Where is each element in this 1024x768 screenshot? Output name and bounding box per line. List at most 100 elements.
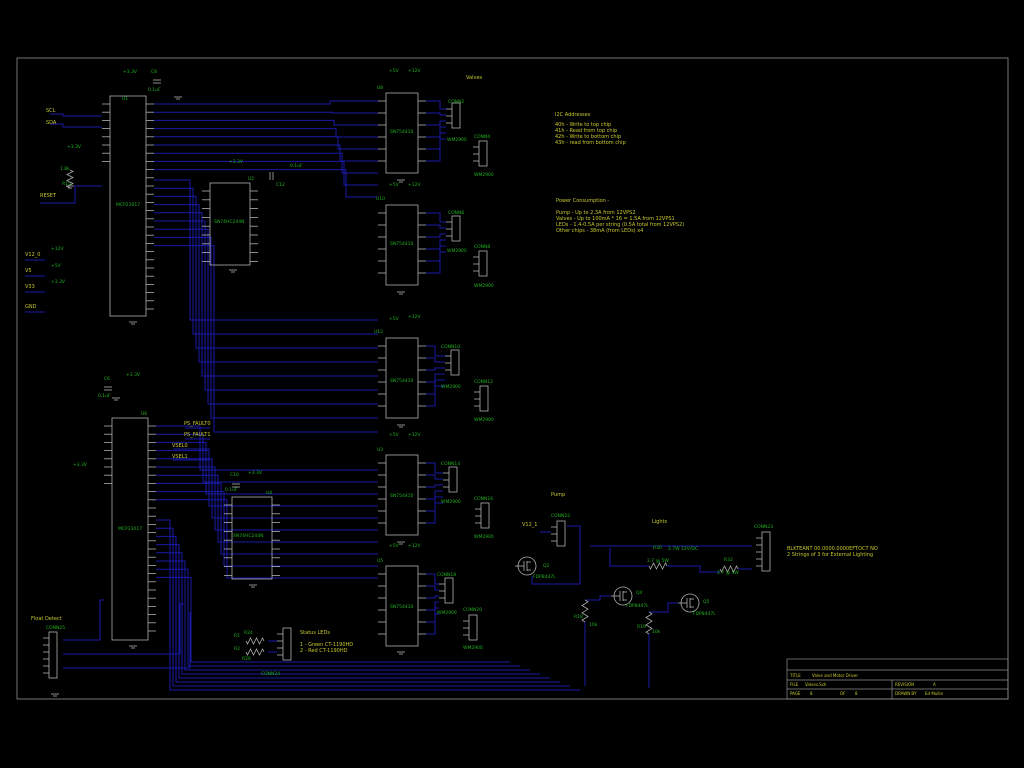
hbridge-out-wire xyxy=(426,345,445,357)
flag-u1-33: +3.3V xyxy=(123,69,138,75)
conn23-ref: CONN23 xyxy=(754,524,773,530)
flag-u5-5: +5V xyxy=(389,543,400,549)
hbridge-out-wire xyxy=(426,367,445,371)
hbridge-out-wire xyxy=(426,462,443,474)
i2c-line-1: 40h - Write to top chip xyxy=(555,122,611,128)
u1-to-buffer-wire xyxy=(154,195,378,349)
conn4-ref: CONN4 xyxy=(474,134,490,140)
float-wire xyxy=(63,599,104,641)
tb-drawn-label: DRAWN BY xyxy=(895,691,917,696)
u3-part: SN754410 xyxy=(390,493,414,499)
u5-ref: U5 xyxy=(377,558,383,564)
u1-to-buffer-wire xyxy=(154,212,378,377)
q4-ref: Q4 xyxy=(636,590,643,596)
u2-ref: U2 xyxy=(248,176,254,182)
r15-ref: R15 xyxy=(62,181,71,187)
u6-bottom-wire xyxy=(156,576,510,663)
float-wire xyxy=(63,612,191,669)
connector-7-body xyxy=(480,502,490,529)
net-vsel0: VSEL0 xyxy=(172,443,188,449)
flag-u3-5: +5V xyxy=(389,432,400,438)
flag-u12-12: +12V xyxy=(408,314,421,320)
conn2-part: WM2900 xyxy=(447,137,467,143)
conn10-part: WM2900 xyxy=(441,384,461,390)
valves-heading: Valves xyxy=(466,75,483,81)
u6-to-hbridge-wire xyxy=(156,433,378,483)
hbridge-out-wire xyxy=(426,251,446,274)
q5-gate-wire xyxy=(649,602,678,613)
c12-ref: C12 xyxy=(276,182,285,188)
r32-ref: R32 xyxy=(724,557,733,563)
hbridge-out-wire xyxy=(426,224,446,229)
flag-u3-12: +12V xyxy=(408,432,421,438)
r1-ref: R1 xyxy=(234,633,240,639)
u1-to-hbridge-wire xyxy=(154,119,378,126)
c6-val: 0.1uF xyxy=(98,393,111,399)
power-line-3: LEDs - 1.4-0.5A per string (0.5A total f… xyxy=(556,222,684,228)
flag-left-33b: +3.3V xyxy=(73,462,88,468)
conn2-ref: CONN2 xyxy=(448,99,464,105)
u1-to-hbridge-wire xyxy=(154,111,378,114)
conn6-ref: CONN6 xyxy=(448,210,464,216)
c10-val: 0.1uF xyxy=(225,487,238,493)
connector-11-body xyxy=(761,531,771,572)
r32-resistor xyxy=(719,565,739,573)
hbridge-3-body xyxy=(385,454,419,536)
i2c-line-4: 43h - read from bottom chip xyxy=(555,140,626,146)
u6-to-hbridge-wire xyxy=(156,482,378,555)
i2c-line-2: 41h - Read from top chip xyxy=(555,128,617,134)
connector-1-body xyxy=(478,140,488,167)
hbridge-out-wire xyxy=(426,239,446,250)
conn8-part: WM2900 xyxy=(474,283,494,289)
hbridge-out-wire xyxy=(426,573,439,585)
conn22-ref: CONN22 xyxy=(551,513,570,519)
sheet-border xyxy=(16,57,1009,700)
conn16-ref: CONN16 xyxy=(474,496,493,502)
tb-title-label: TITLE xyxy=(789,673,801,678)
connector-8-body xyxy=(444,577,454,604)
net-v12-1: V12_1 xyxy=(522,522,537,528)
flag-v5: +5V xyxy=(51,263,62,269)
i2c-line-3: 42h - Write to bottom chip xyxy=(555,134,621,140)
u1-chip-body xyxy=(109,95,147,317)
connector-2-body xyxy=(451,215,461,242)
u4-chip-body xyxy=(231,496,273,580)
hbridge-out-wire xyxy=(426,100,446,110)
status-line-1: 1 - Green CT-1190HD xyxy=(300,642,353,648)
u1-to-hbridge-wire xyxy=(154,100,378,105)
r30-ref: R30 xyxy=(653,545,662,551)
r26-ref: R26 xyxy=(242,656,251,662)
conn20-ref: CONN20 xyxy=(463,607,482,613)
tb-file-label: FILE xyxy=(790,682,799,687)
u6-bottom-wire xyxy=(156,560,530,671)
net-sda: SDA xyxy=(46,120,57,126)
sda-wire xyxy=(50,123,102,128)
r32-val: 2.7 @ 5W xyxy=(717,570,739,576)
conn16-part: WM2900 xyxy=(474,534,494,540)
u6-bottom-wire xyxy=(156,552,540,675)
tb-drawn: Ed Mullin xyxy=(925,691,944,696)
u8-part: SN754410 xyxy=(390,129,414,135)
u1-to-hbridge-wire xyxy=(154,136,378,150)
hbridge-out-wire xyxy=(426,595,439,599)
i2c-heading: I2C Addresses xyxy=(555,112,591,118)
conn18-ref: CONN18 xyxy=(437,572,456,578)
tb-of: 8 xyxy=(855,691,858,696)
u1-to-buffer-wire xyxy=(154,204,378,363)
u6-to-hbridge-wire xyxy=(156,425,378,471)
hbridge-out-wire xyxy=(426,490,443,500)
flag-v12: +12V xyxy=(51,246,64,252)
u4-part: SN74HC244N xyxy=(233,533,263,539)
u10-part: SN754410 xyxy=(390,241,414,247)
power-line-1: Pump - Up to 2.3A from 12VPS2 xyxy=(556,210,636,216)
u6-to-hbridge-wire xyxy=(156,466,378,531)
scl-wire xyxy=(50,113,102,117)
lights-wire xyxy=(667,565,720,573)
hbridge-out-wire xyxy=(426,212,446,223)
flag-u4-33: +3.3V xyxy=(248,470,263,476)
hbridge-out-wire xyxy=(426,601,439,611)
net-v12-0: V12_0 xyxy=(25,252,40,258)
tb-title: Valve and Motor Driver xyxy=(812,673,858,678)
r24-ref: R24 xyxy=(244,630,253,636)
